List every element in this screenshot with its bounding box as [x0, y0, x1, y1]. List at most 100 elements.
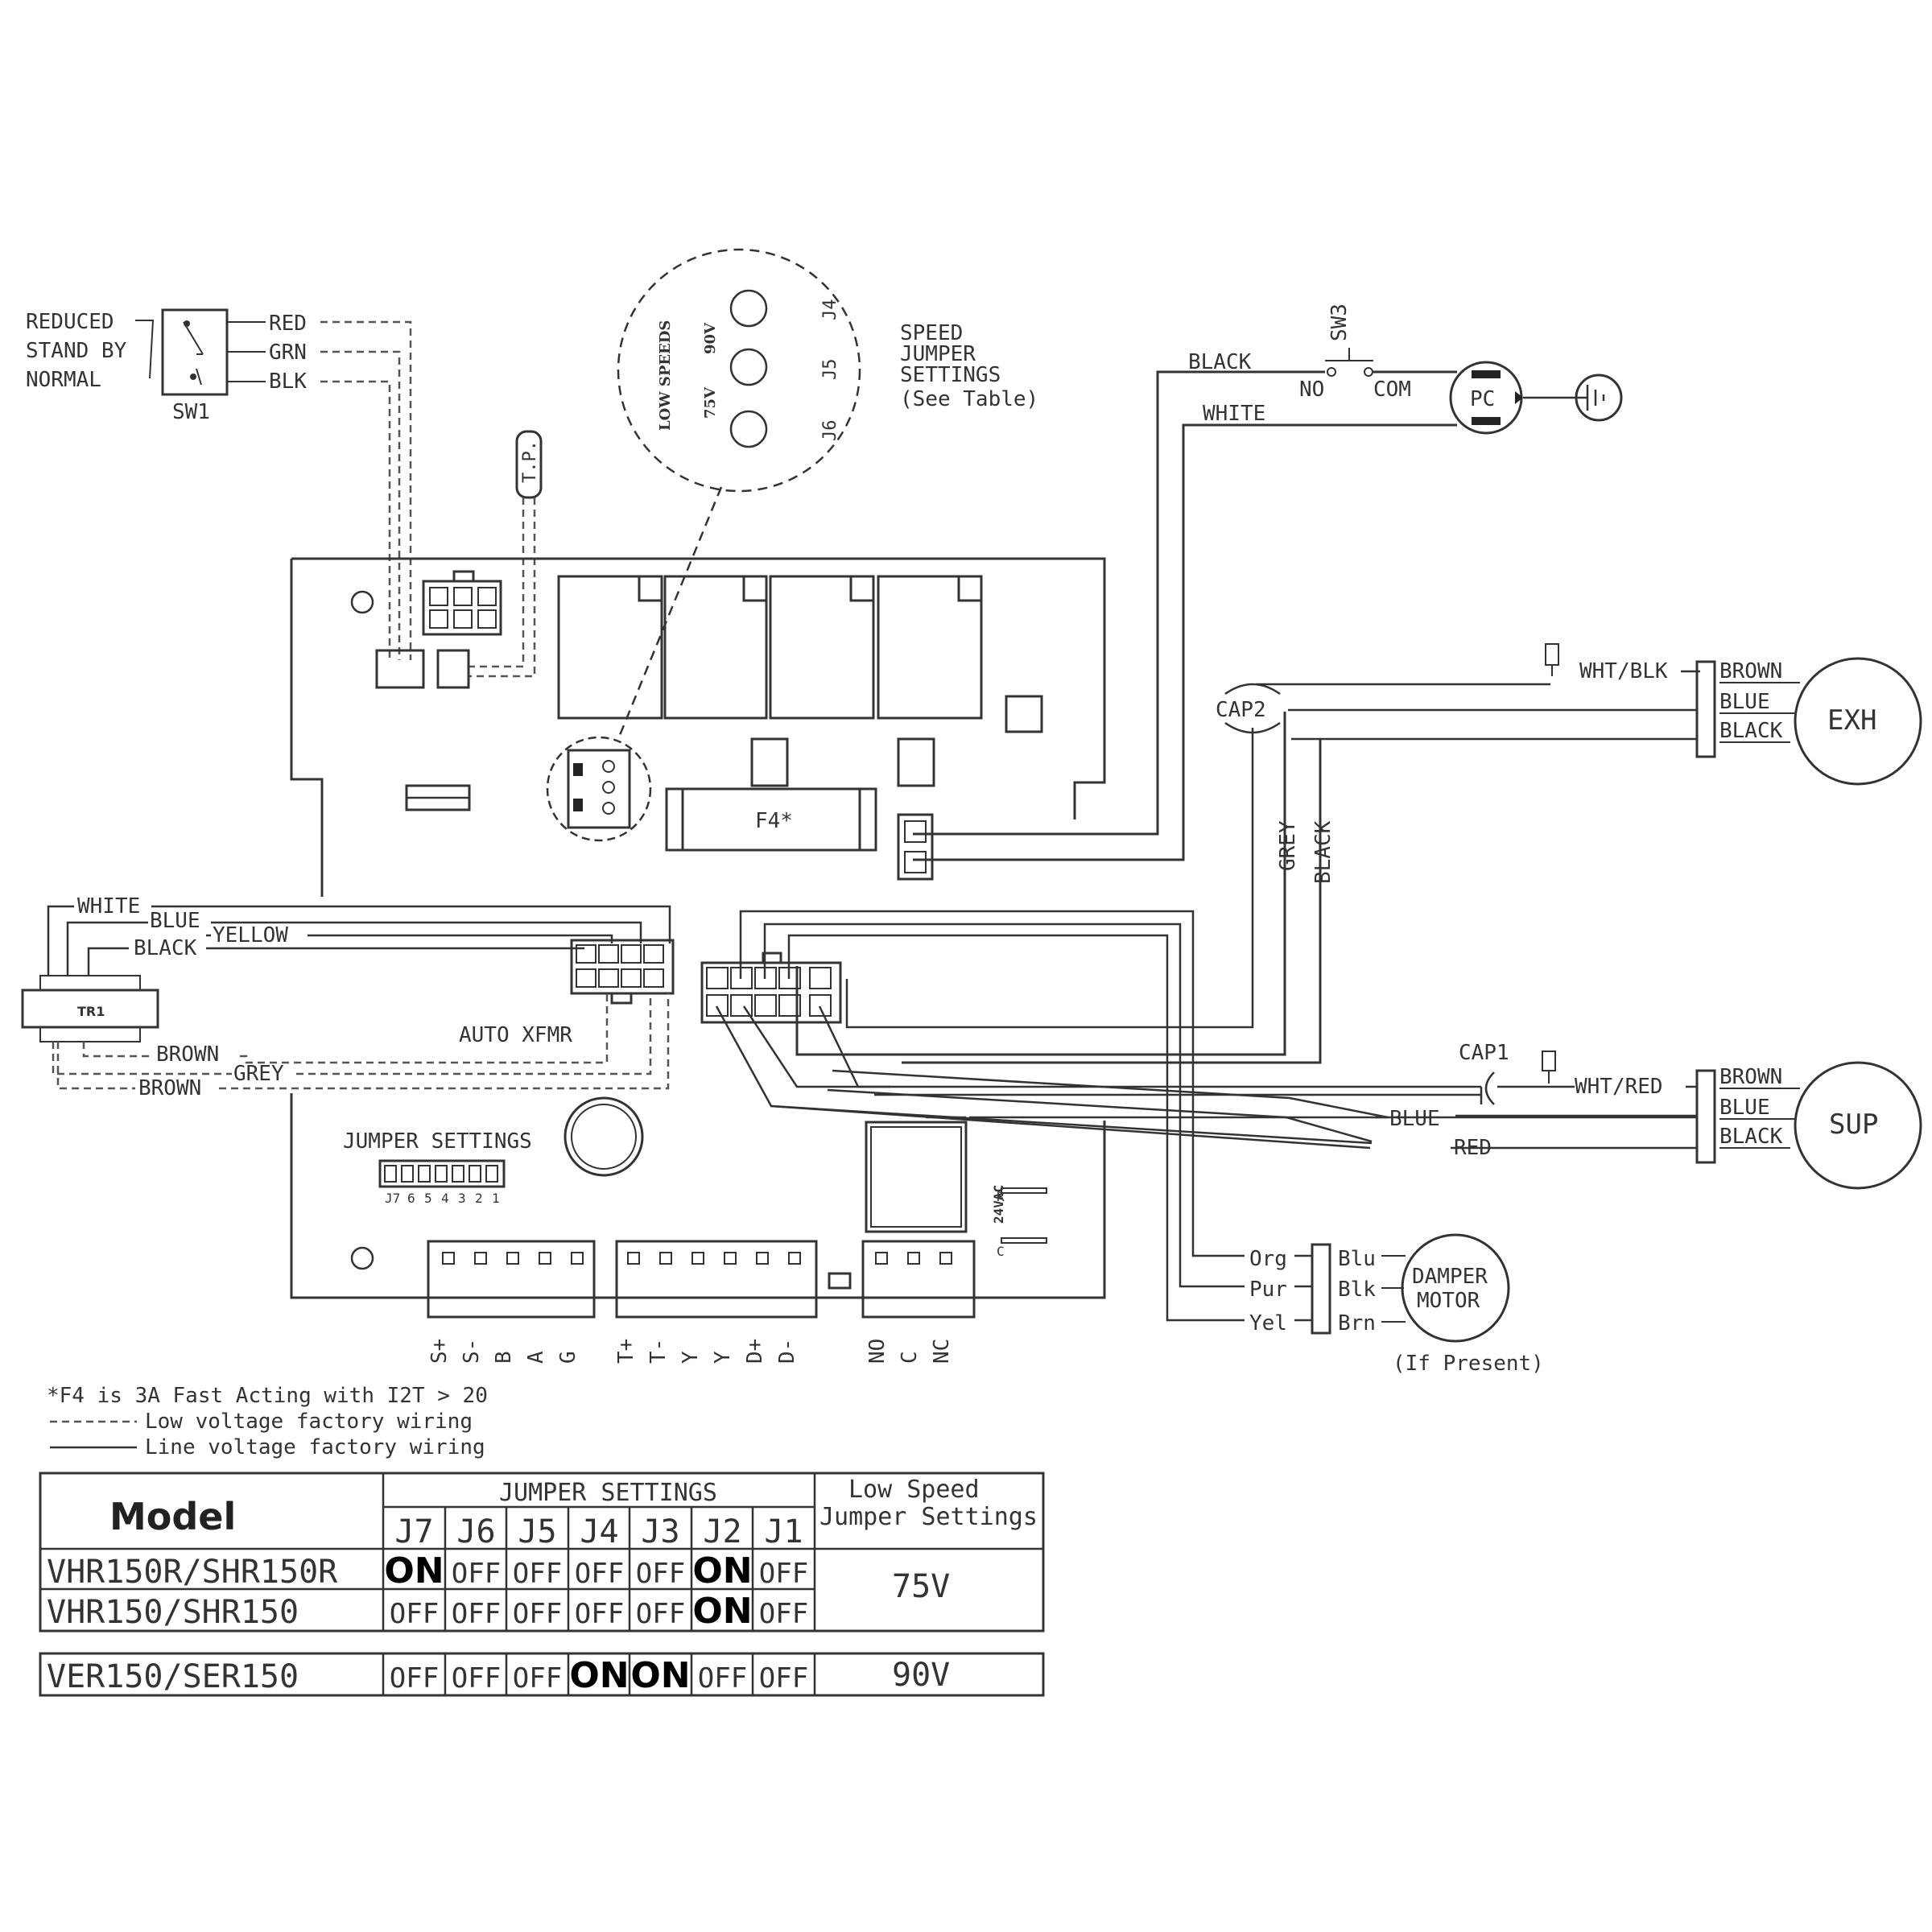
table-cell: OFF [452, 1662, 501, 1695]
power-cord: BLACK WHITE SW3 NO COM PC [913, 303, 1623, 861]
plug-label: PC [1470, 387, 1495, 411]
voltage-90v: 90V [702, 322, 719, 354]
jumper-hole-j6 [729, 410, 768, 448]
terminal-no: NO [865, 1339, 890, 1364]
table-column-header: J1 [764, 1513, 803, 1550]
table-cell: OFF [513, 1558, 562, 1590]
thermal-protector: T.P. [469, 430, 543, 678]
wiring-notes: *F4 is 3A Fast Acting with I2T > 20 Low … [47, 1384, 488, 1459]
control-board: F4* JUMPER SETTINGS J7 6 5 4 3 2 1 24VAC… [290, 557, 1106, 1364]
low-speeds-label: LOW SPEEDS [657, 320, 674, 431]
table-cell: ON [384, 1550, 444, 1591]
damper-motor: Org Pur Yel Blu Blk Brn DAMPER MOTOR (If… [1249, 1233, 1544, 1376]
table-column-header: J4 [580, 1513, 618, 1550]
table-cell: OFF [452, 1598, 501, 1630]
voltage-75v: 75V [702, 386, 719, 419]
table-cell: OFF [452, 1558, 501, 1590]
terminal-s-minus: S- [460, 1339, 484, 1364]
exh-capacitor: CAP2 [1216, 698, 1266, 722]
terminal-y-2: Y [711, 1351, 735, 1364]
table-cell: OFF [759, 1598, 808, 1630]
table-cell: OFF [575, 1558, 624, 1590]
exhaust-motor: WHT/BLK CAP2 GREY BLACK BROWN BLUE BLACK… [795, 643, 1922, 1064]
power-wire-black: BLACK [1188, 350, 1252, 374]
damper-note: (If Present) [1393, 1352, 1544, 1376]
sw1-wire-blk: BLK [269, 369, 307, 394]
jumper-table: Model JUMPER SETTINGS Low Speed Jumper S… [39, 1472, 1045, 1697]
damper-wire-org: Org [1249, 1247, 1287, 1271]
table-cell: OFF [636, 1598, 685, 1630]
table-cell: OFF [390, 1598, 439, 1630]
table-model-header: Model [109, 1495, 236, 1538]
jumper-hole-j5 [729, 348, 768, 386]
table-group-header: JUMPER SETTINGS [499, 1479, 717, 1507]
vac-pin-r: R [997, 1189, 1005, 1204]
table-cell: OFF [698, 1662, 747, 1695]
terminal-t-plus: T+ [614, 1339, 638, 1364]
sup-wire-blue-2: BLUE [1719, 1096, 1770, 1120]
damper-label-2: MOTOR [1417, 1289, 1480, 1313]
terminal-nc: NC [930, 1339, 954, 1364]
terminal-b: B [492, 1351, 516, 1364]
damper-wire-blk: Blk [1338, 1278, 1376, 1302]
sw3-com: COM [1373, 378, 1411, 402]
sup-lead: WHT/RED [1575, 1075, 1663, 1099]
damper-label-1: DAMPER [1412, 1265, 1488, 1289]
speed-title-2: JUMPER [900, 342, 976, 366]
jumper-label-j5: J5 [820, 359, 840, 381]
sw1-wire-grn: GRN [269, 341, 307, 365]
board-jumper-pin-4: 4 [441, 1191, 449, 1206]
table-cell: OFF [759, 1558, 808, 1590]
exh-motor-circle [1794, 657, 1922, 786]
table-row-model: VHR150/SHR150 [47, 1594, 299, 1631]
sw1-mode-standby: STAND BY [26, 339, 127, 363]
table-column-header: J5 [518, 1513, 556, 1550]
board-jumper-pin-j7: J7 [385, 1191, 400, 1206]
relay-1 [557, 575, 663, 720]
connector-power [897, 813, 934, 881]
sup-wire-black: BLACK [1719, 1125, 1783, 1149]
table-cell: ON [692, 1591, 752, 1632]
terminal-c: C [898, 1351, 922, 1364]
sw1-label: SW1 [172, 400, 210, 424]
sw1-body [161, 308, 229, 396]
table-cell: OFF [636, 1558, 685, 1590]
damper-wire-blu: Blu [1338, 1247, 1376, 1271]
exh-wire-black: BLACK [1311, 820, 1335, 884]
terminal-block-b [615, 1240, 818, 1319]
terminal-block-c [861, 1240, 976, 1319]
sup-motor-circle [1794, 1061, 1922, 1190]
speed-title-4: (See Table) [900, 387, 1038, 411]
transformer: TR1 WHITE BLUE YELLOW BLACK AUTO XFMR BR… [21, 894, 675, 1100]
table-column-header: J3 [641, 1513, 679, 1550]
connector-6pin [422, 580, 502, 636]
exh-wire-black-2: BLACK [1719, 719, 1783, 743]
jumper-label-j4: J4 [820, 299, 840, 321]
terminal-d-minus: D- [775, 1339, 799, 1364]
terminal-t-minus: T- [646, 1339, 671, 1364]
table-column-header: J7 [394, 1513, 433, 1550]
table-column-lines [444, 1507, 754, 1695]
table-cell: OFF [390, 1662, 439, 1695]
vac-label: 24VAC [991, 1185, 1006, 1224]
jumper-label-j6: J6 [820, 420, 840, 442]
exh-wire-grey: GREY [1276, 820, 1300, 871]
tr1-label: TR1 [77, 1004, 105, 1019]
jumper-hole-j4 [729, 289, 768, 328]
table-row-model: VHR150R/SHR150R [47, 1554, 338, 1591]
exh-lead: WHT/BLK [1579, 659, 1668, 683]
fuse-label: F4* [755, 809, 793, 833]
table-column-header: J2 [703, 1513, 741, 1550]
connector-10pin [700, 961, 842, 1024]
damper-wire-pur: Pur [1249, 1278, 1287, 1302]
damper-wire-yel: Yel [1249, 1311, 1287, 1335]
tr-wire-white: WHITE [77, 894, 140, 919]
table-cell: OFF [513, 1598, 562, 1630]
speed-jumper-detail: LOW SPEEDS 90V 75V J4 J5 J6 SPEED JUMPER… [617, 248, 1038, 740]
sw3-label: SW3 [1327, 303, 1352, 341]
terminal-d-plus: D+ [743, 1339, 767, 1364]
sup-wire-blue: BLUE [1389, 1107, 1440, 1131]
exh-wire-brown: BROWN [1719, 659, 1782, 683]
